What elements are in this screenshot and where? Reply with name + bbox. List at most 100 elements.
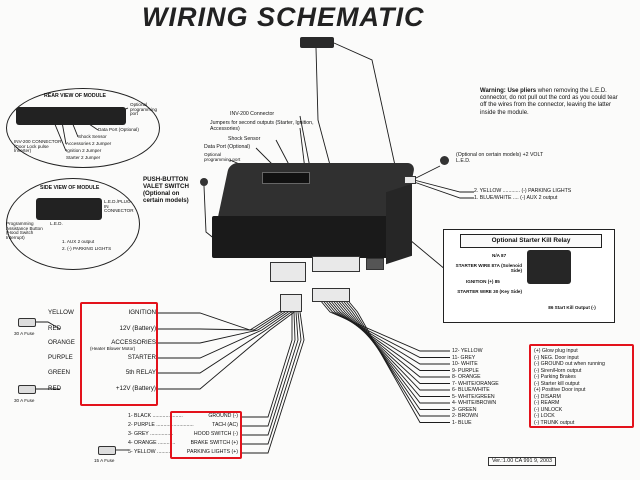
module-connector-b	[312, 256, 360, 272]
version-label: Ver.:1.00 CA 991 9, 2003	[488, 457, 556, 467]
bottom-harness-wire	[242, 311, 305, 454]
left-harness-wire	[158, 309, 289, 344]
harness-plug-right	[312, 288, 350, 302]
side-view-title: SIDE VIEW OF MODULE	[40, 185, 100, 191]
led-line-parking: 2. YELLOW ............ (-) PARKING LIGHT…	[474, 188, 572, 194]
rear-label-programming-port: Optional programming port	[130, 102, 158, 117]
led-aux-wire	[413, 181, 474, 199]
left-wire-color: RED	[48, 325, 62, 332]
right-wire-function: (-) GROUND out when running	[534, 361, 605, 367]
right-wire-color: 5- WHITE/GREEN	[452, 393, 495, 400]
bottom-harness-wire	[242, 312, 293, 418]
right-harness-wire	[319, 299, 450, 352]
fuse-icon-3	[98, 446, 116, 455]
right-harness-wire	[324, 299, 450, 365]
left-wire-function: +12V (Battery)	[115, 385, 156, 392]
bottom-wire-function: HOOD SWITCH (-)	[193, 431, 238, 437]
fuse-label-3: 15 A Fuse	[94, 458, 115, 463]
fuse-icon-1	[18, 318, 36, 327]
callout-data-port: Data Port (Optional)	[204, 144, 251, 150]
right-harness-wire	[342, 299, 450, 410]
led-icon	[440, 156, 449, 165]
right-wire-function: (-) UNLOCK	[534, 406, 563, 413]
left-wire-function: STARTER	[127, 354, 156, 361]
right-wire-color: 1- BLUE	[452, 419, 472, 426]
right-harness-wire	[332, 299, 450, 384]
right-wire-color: 10- WHITE	[452, 361, 478, 367]
left-harness-wire	[158, 309, 286, 331]
bottom-wire-function: TACH (AC)	[212, 422, 238, 428]
right-wire-color: 3- GREEN	[452, 406, 477, 413]
right-wire-color: 9- PURPLE	[452, 367, 479, 374]
right-wire-function: (+) Glow plug input	[534, 348, 578, 354]
side-module-image	[36, 198, 102, 220]
relay-pin-87a: STARTER WIRE 87A (Solenoid Side)	[455, 263, 522, 273]
right-wire-function: (-) Parking Brakes	[534, 374, 576, 380]
left-harness-wire	[158, 309, 292, 359]
side-label-led: L.E.D.	[50, 221, 63, 226]
right-wire-function: (-) Siren/Horn output	[534, 367, 582, 374]
right-wire-color: 7- WHITE/ORANGE	[452, 380, 499, 387]
callout-jumpers: Jumpers for second outputs (Starter, Ign…	[210, 120, 314, 133]
left-wire-function: 5th RELAY	[125, 369, 156, 376]
side-view-panel	[6, 178, 140, 270]
left-wire-color: GREEN	[48, 369, 71, 376]
side-label-programming-button: Programming Assistance Button (Hood Swit…	[6, 221, 43, 240]
led-wire	[413, 165, 441, 180]
rear-label-ign2: Ignition 2 Jumper	[66, 148, 102, 153]
left-harness-wire	[158, 309, 298, 390]
fuse-lead-wire	[34, 321, 61, 330]
right-harness-wire	[339, 299, 450, 404]
left-harness-wire	[158, 309, 283, 331]
left-wire-function: IGNITION	[128, 309, 157, 316]
right-harness-wire	[337, 299, 450, 397]
bottom-harness-wire	[242, 311, 296, 427]
left-wire-function: 12V (Battery)	[119, 325, 156, 332]
bottom-wire-color: 1- BLACK .....................	[128, 413, 183, 419]
right-wire-function: (-) TRUNK output	[534, 419, 575, 426]
main-module-label	[262, 172, 310, 184]
warning-body: when removing the L.E.D. connector, do n…	[480, 88, 618, 116]
bottom-harness-wire	[242, 311, 302, 445]
right-harness-wire	[334, 299, 450, 391]
rear-view-title: REAR VIEW OF MODULE	[44, 93, 106, 99]
relay-pin-85: IGNITION (+) 85	[466, 279, 500, 284]
rear-label-acc2: Accessories 2 Jumper	[66, 141, 112, 146]
relay-title: Optional Starter Kill Relay	[460, 234, 602, 248]
bottom-wire-color: 5- YELLOW ..........	[128, 449, 172, 455]
side-label-led-connector: L.E.D./PLUG-IN CONNECTOR	[104, 199, 134, 214]
right-harness-wire	[322, 299, 450, 358]
left-wire-color: RED	[48, 385, 62, 392]
left-harness-wire	[158, 309, 295, 374]
right-wire-color: 2- BROWN	[452, 413, 478, 419]
callout-inv200: INV-200 Connector	[230, 111, 275, 117]
bottom-wire-color: 3- GREY ................	[128, 431, 174, 437]
bottom-wire-function: BRAKE SWITCH (+)	[190, 440, 238, 446]
highlight-box-left	[80, 302, 158, 406]
highlight-box-right	[529, 344, 634, 428]
left-wire-color: ORANGE	[48, 339, 75, 346]
rear-label-shock-sensor: Shock Sensor	[78, 134, 107, 139]
relay-pin-87: N/A 87	[492, 253, 507, 258]
rear-label-start2: Starter 2 Jumper	[66, 155, 101, 160]
warning-text: Warning: Use pliers when removing the L.…	[480, 88, 620, 117]
right-wire-color: 6- BLUE/WHITE	[452, 387, 490, 393]
valet-switch-icon	[200, 178, 208, 186]
callout-programming-port: Optional programming port	[204, 152, 241, 162]
left-wire-function: ACCESSORIES	[111, 339, 156, 346]
antenna-cable-wire	[315, 47, 331, 166]
right-harness-wire	[344, 299, 450, 417]
side-label-parking: 2. (-) PARKING LIGHTS	[62, 246, 112, 251]
module-connector-a	[270, 262, 306, 282]
fuse-icon-2	[18, 385, 36, 394]
main-module-side	[386, 183, 412, 265]
pushbutton-label: PUSH-BUTTON VALET SWITCH (Optional on ce…	[143, 176, 189, 204]
right-wire-function: (+) Positive Door input	[534, 387, 586, 393]
right-wire-function: (-) REARM	[534, 400, 560, 406]
right-harness-wire	[329, 299, 450, 378]
bottom-wire-function: GROUND (-)	[208, 413, 238, 419]
right-wire-color: 11- GREY	[452, 354, 476, 361]
rear-view-panel	[6, 88, 160, 168]
